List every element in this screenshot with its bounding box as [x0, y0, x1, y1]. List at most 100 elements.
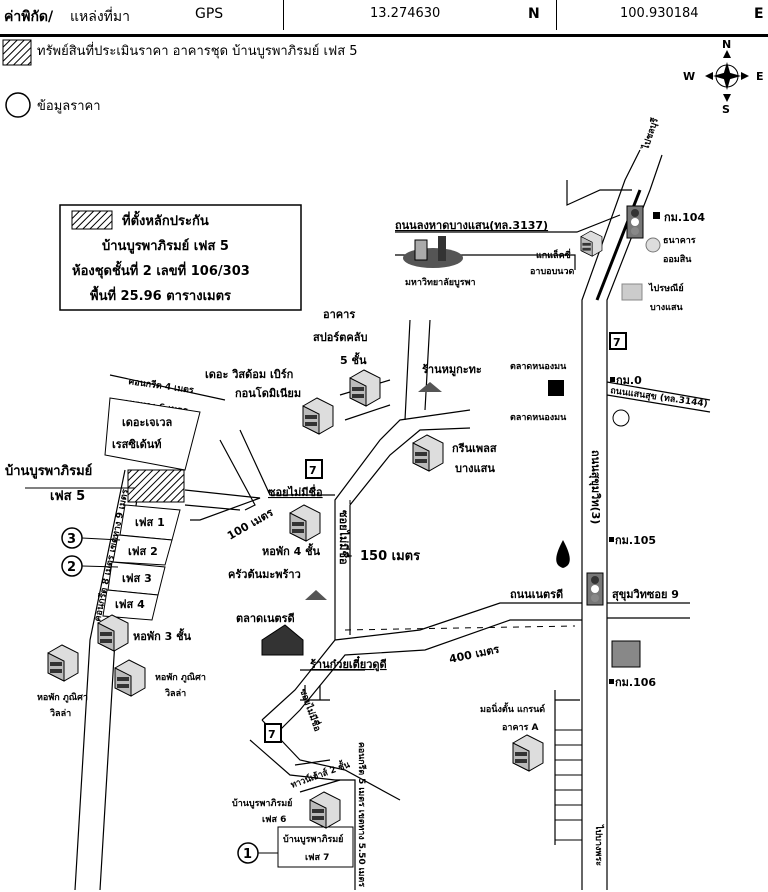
kbank-icon	[612, 409, 630, 427]
map-label: อาคาร	[323, 308, 355, 321]
map-label: ไปชลบุรี	[639, 116, 661, 152]
legend-circle-icon	[5, 92, 31, 118]
gsb-bank-icon	[645, 237, 661, 253]
map-label: ถนนสุขุมวิท(3)	[588, 450, 602, 524]
map-label: 7	[613, 336, 621, 349]
map-label: บ้านบูรพาภิรมย์	[5, 463, 92, 479]
map-label: เฟส 2	[128, 545, 158, 558]
map-label: 100 เมตร	[225, 506, 276, 543]
map-label: เฟส 5	[50, 489, 85, 504]
coord-label: ค่าพิกัด/	[4, 9, 54, 25]
saensuk-road	[606, 381, 711, 413]
divider	[556, 0, 557, 30]
map-label: กอนโดมิเนียม	[235, 386, 301, 400]
map-label: บ้านบูรพาภิรมย์	[283, 833, 343, 845]
lon-dir: E	[754, 6, 764, 22]
map-label: 2	[67, 560, 76, 575]
map-label: บางแสน	[455, 462, 495, 475]
legend-hatch-icon	[2, 39, 32, 66]
map-label: แกแล็คซี่	[536, 248, 571, 261]
source-label: แหล่งที่มา	[70, 9, 130, 25]
map-label: เฟส 1	[135, 516, 165, 529]
map-label: เฟส 7	[305, 852, 329, 863]
legend-price-data: ข้อมูลราคา	[37, 99, 101, 114]
map-label: อาบอบนวด	[530, 267, 574, 277]
map-label: เฟส 4	[115, 598, 145, 611]
map-label: W	[683, 70, 695, 83]
map-label: เดอะ วิสด้อม เบิร์ก	[205, 368, 294, 381]
netradee-road: ถนนเนตรดี สุขุมวิทซอย 9 400 เมตร	[261, 588, 690, 741]
map-label: ถนนลงหาดบางแสน(ทล.3137)	[395, 219, 548, 232]
map-label: อาคาร A	[502, 723, 539, 733]
map-label: ซอยไม่มีชื่อ	[268, 484, 323, 499]
map-label: 1	[243, 847, 252, 862]
landmarks: มหาวิทยาลัยบูรพา แกแล็คซี่ อาบอบนวด กม.1…	[37, 205, 705, 772]
price-marker-2: 2	[61, 555, 119, 577]
map-label: หอพัก 4 ชั้น	[262, 543, 321, 558]
map-label: ที่ตั้งหลักประกัน	[122, 210, 209, 229]
map-label: 150 เมตร	[360, 549, 420, 564]
map-label: กม.0	[616, 374, 642, 387]
map-label: วิลล่า	[164, 688, 186, 699]
parking-lines	[554, 729, 583, 841]
map-label: สปอร์ตคลับ	[313, 331, 367, 344]
map-label: สุขุมวิทซอย 9	[612, 588, 679, 602]
map-label: เฟส 3	[122, 572, 152, 585]
lower-soi: ทาวน์เฮ้าส์ 2 ชั้น คอนกรีต 5 เมตร เขตทาง…	[232, 655, 401, 890]
map-label: เดอะเจเวล	[122, 416, 173, 429]
access-road	[184, 489, 261, 521]
map-label: มหาวิทยาลัยบูรพา	[405, 277, 476, 288]
source-value: GPS	[195, 6, 224, 22]
collateral-info-box: ที่ตั้งหลักประกัน บ้านบูรพาภิรมย์ เฟส 5 …	[59, 204, 302, 311]
map-label: หอพัก 3 ชั้น	[133, 628, 192, 643]
map-label: 5 ชั้น	[340, 352, 367, 367]
coordinates-header: ค่าพิกัด/ แหล่งที่มา GPS 13.274630 N 100…	[0, 0, 768, 37]
map-label: พื้นที่ 25.96 ตารางเมตร	[90, 285, 231, 304]
market-icon	[548, 380, 564, 396]
map-label: ธนาคาร	[663, 236, 696, 246]
map-label: ร้านก๋วยเตี๋ยวดูดี	[310, 655, 387, 672]
map-label: กรีนเพลส	[452, 442, 497, 455]
map-label: กม.106	[615, 676, 656, 689]
map-label: 7	[268, 728, 276, 741]
map-label: ซอยไม่มีชื่อ	[337, 510, 352, 565]
map-label: ถนนเนตรดี	[510, 588, 563, 601]
map-label: กม.104	[664, 211, 705, 224]
map-label: วิลล่า	[49, 708, 71, 719]
map-label: ตลาดหนองมน	[510, 413, 567, 423]
map-label: ห้องชุดชั้นที่ 2 เลขที่ 106/303	[72, 260, 250, 279]
map-label: บางแสน	[650, 303, 683, 313]
latitude: 13.274630	[370, 6, 441, 21]
compass-icon: N S W E	[683, 38, 764, 116]
post-office-icon	[621, 283, 643, 301]
divider	[283, 0, 284, 30]
subject-property	[127, 469, 185, 503]
side-road	[554, 690, 580, 845]
leaf-icon	[611, 640, 641, 668]
map-label: มอนิ่งตั้น แกรนด์	[480, 702, 545, 715]
legend-subject: ทรัพย์สินที่ประเมินราคา อาคารชุด บ้านบูร…	[37, 42, 358, 59]
map-label: ตลาดเนตรดี	[236, 612, 295, 625]
longitude: 100.930184	[620, 6, 699, 21]
saensuk-label: ถนนแสนสุข (ทล.3144)	[610, 386, 709, 410]
map-label: N	[722, 38, 731, 51]
map-label: คอนกรีต 4 เมตร	[128, 376, 195, 396]
ptt-icon	[556, 540, 570, 568]
map-label: 7	[309, 464, 317, 477]
map-label: ตลาดหนองมน	[510, 362, 567, 372]
map-label: ไปรษณีย์	[648, 282, 684, 294]
map-label: หอพัก ภูณิศา	[155, 672, 206, 683]
price-marker-3: 3	[61, 527, 121, 549]
map-label: 3	[67, 532, 76, 547]
map-label: ออมสิน	[663, 254, 692, 265]
map-label: กม.105	[615, 534, 656, 547]
map-label: 400 เมตร	[448, 643, 501, 666]
map-label: เฟส 6	[262, 814, 286, 825]
lat-dir: N	[528, 6, 540, 22]
map-label: บ้านบูรพาภิรมย์	[232, 797, 292, 809]
map-label: ร้านหมูกะทะ	[422, 363, 482, 377]
map-label: S	[722, 103, 730, 116]
map-label: หอพัก ภูณิศา	[37, 692, 88, 703]
map-label: บ้านบูรพาภิรมย์ เฟส 5	[102, 238, 229, 254]
